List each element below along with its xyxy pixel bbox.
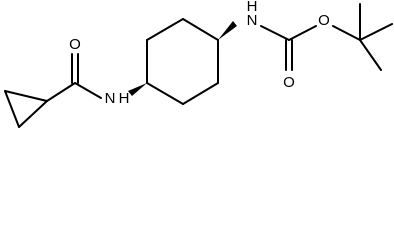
bond-carbonyl-to-ester-oxygen xyxy=(288,25,317,41)
amide-group: O N H xyxy=(46,36,147,107)
amide-nitrogen-label: N xyxy=(105,90,116,107)
chemical-structure: O N H N H O O xyxy=(4,0,393,128)
carbamate-nitrogen-label: N xyxy=(247,12,258,29)
bond-cyclohexane-2 xyxy=(146,18,184,41)
carbamate-hydrogen-label: H xyxy=(247,0,258,15)
bond-methyl-right xyxy=(359,23,393,41)
carbonyl-oxygen-label: O xyxy=(283,74,295,91)
bond-methyl-down xyxy=(359,39,382,71)
bond-nitrogen-to-carbonyl xyxy=(260,25,290,41)
cyclopropane-ring xyxy=(4,90,48,128)
bond-cyclopropyl-c xyxy=(4,90,48,102)
tert-butyl-group xyxy=(332,3,393,71)
bond-cyclopropyl-a xyxy=(4,90,20,128)
cyclohexane-ring xyxy=(146,18,219,105)
bond-cyclohexane-3 xyxy=(182,18,219,41)
amide-hydrogen-label: H xyxy=(119,90,130,107)
amide-oxygen-label: O xyxy=(69,36,81,53)
bond-cyclohexane-6 xyxy=(146,82,184,105)
bond-cyclopropyl-b xyxy=(18,100,48,128)
wedge-bond-carbamate xyxy=(218,21,237,40)
ester-oxygen-label: O xyxy=(318,12,330,29)
bond-carbonyl-to-nitrogen xyxy=(74,82,102,99)
bond-ring-to-carbonyl xyxy=(46,82,76,102)
carbamate-group: N H O O xyxy=(218,0,330,91)
bond-cyclohexane-5 xyxy=(182,82,219,105)
bond-oxygen-to-quaternary-carbon xyxy=(332,25,361,41)
wedge-bond-amide xyxy=(128,83,147,96)
